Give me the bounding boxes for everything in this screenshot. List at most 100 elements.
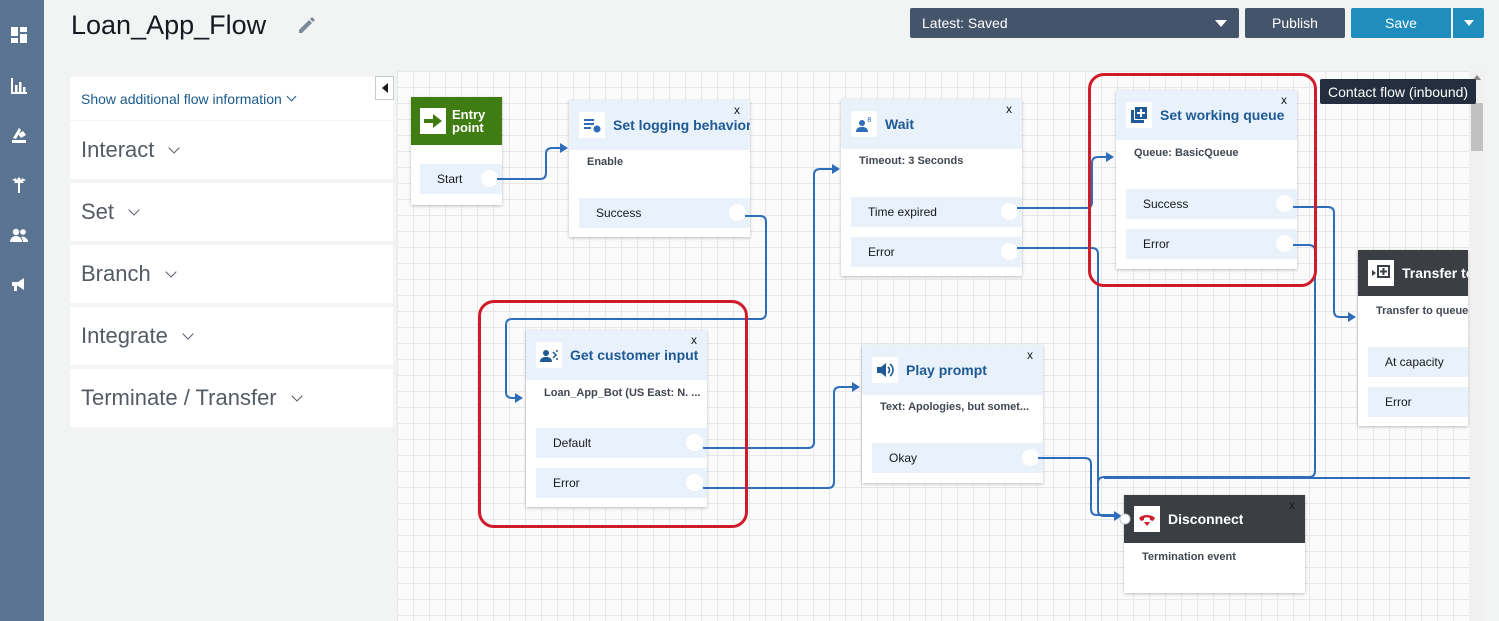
metrics-icon[interactable]: [10, 77, 28, 95]
block-header: 8 Wait: [841, 99, 1022, 149]
chevron-down-icon: [168, 141, 181, 154]
panel-group-interact[interactable]: Interact: [70, 121, 393, 179]
branch-label: Success: [596, 206, 642, 220]
branch-output-port[interactable]: [1022, 449, 1039, 466]
panel-group-set[interactable]: Set: [70, 183, 393, 241]
scroll-up-arrow-icon[interactable]: [1473, 75, 1481, 80]
routing-icon[interactable]: [10, 126, 28, 144]
block-library-panel: Show additional flow information Interac…: [68, 77, 393, 621]
block-parameter: Timeout: 3 Seconds: [859, 155, 964, 167]
panel-group-integrate[interactable]: Integrate: [70, 307, 393, 365]
start-branch[interactable]: Start: [420, 164, 502, 194]
block-title: Play prompt: [906, 362, 987, 378]
chevron-down-icon: [165, 265, 177, 278]
collapse-panel-button[interactable]: [375, 76, 394, 100]
set-logging-behavior-block[interactable]: Set logging behavior x Enable Success: [569, 100, 750, 237]
speaker-icon: [872, 357, 898, 383]
branch-label: Time expired: [868, 205, 937, 219]
branch-output-port[interactable]: [1001, 243, 1018, 260]
panel-group-label: Branch: [81, 261, 151, 286]
version-select[interactable]: Latest: Saved: [910, 8, 1239, 38]
entry-point-block[interactable]: Entry point Start: [411, 97, 502, 205]
scroll-thumb[interactable]: [1471, 103, 1483, 151]
branch-success[interactable]: Success: [579, 198, 750, 228]
branch-label: Okay: [889, 451, 918, 465]
block-header: Transfer to: [1358, 250, 1468, 296]
panel-group-label: Interact: [81, 137, 155, 162]
chevron-down-icon: [290, 389, 303, 402]
entry-point-title: Entry point: [452, 107, 486, 135]
branch-label: Error: [1385, 395, 1412, 409]
close-icon[interactable]: x: [734, 103, 740, 117]
branch-output-port[interactable]: [729, 204, 746, 221]
branch-output-port[interactable]: [481, 170, 498, 187]
close-icon[interactable]: x: [1027, 348, 1033, 362]
wait-block[interactable]: 8 Wait x Timeout: 3 Seconds Time expired…: [841, 99, 1022, 276]
branch-default[interactable]: Default: [536, 428, 707, 458]
branch-success[interactable]: Success: [1126, 189, 1297, 219]
branch-label: Default: [553, 436, 592, 450]
left-nav-rail: [0, 0, 44, 621]
panel-group-terminate-transfer[interactable]: Terminate / Transfer: [70, 369, 393, 427]
branch-label: Success: [1143, 197, 1189, 211]
block-header: Disconnect: [1124, 495, 1305, 543]
branch-error[interactable]: Error: [851, 237, 1022, 267]
branch-okay[interactable]: Okay: [872, 443, 1043, 473]
publish-button[interactable]: Publish: [1245, 8, 1345, 38]
branch-output-port[interactable]: [686, 474, 703, 491]
block-header: Play prompt: [862, 345, 1043, 395]
branch-output-port[interactable]: [1276, 195, 1293, 212]
set-working-queue-block[interactable]: Set working queue x Queue: BasicQueue Su…: [1116, 90, 1297, 269]
close-icon[interactable]: x: [1289, 498, 1295, 512]
branch-output-port[interactable]: [686, 434, 703, 451]
save-options-button[interactable]: [1453, 8, 1484, 38]
chevron-down-icon: [1215, 19, 1227, 27]
branch-label: At capacity: [1385, 355, 1444, 369]
panel-group-label: Integrate: [81, 323, 168, 348]
block-title: Wait: [885, 116, 915, 132]
branch-output-port[interactable]: [1001, 203, 1018, 220]
branch-error[interactable]: Error: [1368, 387, 1468, 417]
branch-at-capacity[interactable]: At capacity: [1368, 347, 1468, 377]
users-icon[interactable]: [10, 226, 28, 244]
transfer-icon: [1368, 260, 1394, 286]
canvas-vertical-scrollbar[interactable]: [1469, 71, 1485, 621]
edit-pencil-icon[interactable]: [296, 16, 316, 36]
hang-up-phone-icon: [1134, 506, 1160, 532]
campaigns-icon[interactable]: [10, 275, 28, 293]
save-button[interactable]: Save: [1351, 8, 1451, 38]
arrow-right-icon: [420, 108, 446, 134]
block-parameter: Enable: [587, 156, 624, 168]
svg-text:8: 8: [867, 116, 871, 124]
block-parameter: Queue: BasicQueue: [1134, 147, 1239, 159]
block-header: Set logging behavior: [569, 100, 750, 150]
dashboard-icon[interactable]: [10, 26, 28, 44]
branch-time-expired[interactable]: Time expired: [851, 197, 1022, 227]
flow-title: Loan_App_Flow: [71, 10, 267, 40]
disconnect-block[interactable]: Disconnect x Termination event: [1124, 495, 1305, 593]
queue-add-icon: [1126, 102, 1152, 128]
highlight-get-customer-input: [478, 300, 748, 528]
wait-user-icon: 8: [851, 111, 877, 137]
close-icon[interactable]: x: [1006, 102, 1012, 116]
play-prompt-block[interactable]: Play prompt x Text: Apologies, but somet…: [862, 345, 1043, 483]
close-icon[interactable]: x: [1281, 93, 1287, 107]
panel-group-label: Terminate / Transfer: [81, 385, 277, 410]
block-header: Set working queue: [1116, 90, 1297, 140]
block-title: Set logging behavior: [613, 117, 750, 133]
chevron-down-icon: [182, 327, 194, 340]
block-parameter: Text: Apologies, but somet...: [880, 401, 1030, 413]
branch-error[interactable]: Error: [536, 468, 707, 498]
panel-group-branch[interactable]: Branch: [70, 245, 393, 303]
block-title: Transfer to: [1402, 265, 1468, 281]
block-parameter: Termination event: [1142, 551, 1236, 563]
block-title: Set working queue: [1160, 107, 1285, 123]
highlight-set-working-queue: [1088, 73, 1317, 287]
block-title: Disconnect: [1168, 511, 1244, 527]
show-flow-info-link[interactable]: Show additional flow information: [70, 77, 393, 120]
block-parameter: Transfer to queue: [1376, 305, 1469, 317]
logging-icon: [579, 112, 605, 138]
flows-icon[interactable]: [10, 176, 28, 194]
chevron-down-icon: [1463, 20, 1474, 26]
transfer-to-queue-block[interactable]: Transfer to Transfer to queue At capacit…: [1358, 250, 1468, 426]
